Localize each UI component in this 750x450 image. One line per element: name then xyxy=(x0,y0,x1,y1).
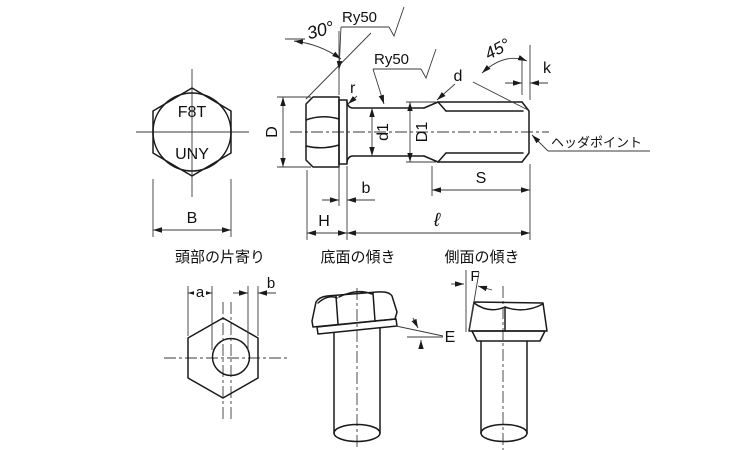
head-offset-view: a b xyxy=(164,275,287,420)
side-tilt-break-ellipse xyxy=(480,423,528,443)
dimension-b-offset: b xyxy=(233,275,276,350)
label-ry50-shank: Ry50 xyxy=(374,51,409,68)
label-ry50-head: Ry50 xyxy=(342,9,377,26)
head-marking-grade: F8T xyxy=(178,104,207,121)
label-D1: D1 xyxy=(414,122,431,143)
side-tilt-washer xyxy=(471,330,546,342)
thread-root xyxy=(445,110,524,154)
head-circle xyxy=(152,92,232,172)
label-D: D xyxy=(264,126,281,138)
tilted-head-chamfer-arcs xyxy=(317,290,373,304)
label-r: r xyxy=(350,80,356,97)
transition-cone xyxy=(423,101,439,163)
label-length: ℓ xyxy=(433,210,441,231)
label-E: E xyxy=(445,329,456,346)
bolt-side-view: 30° Ry50 Ry50 r d 45° xyxy=(264,6,650,240)
label-d: d xyxy=(454,68,463,85)
hex-outline xyxy=(152,87,232,177)
label-F: F xyxy=(470,268,479,285)
label-b: b xyxy=(362,180,371,197)
tilted-head-facets xyxy=(335,292,376,325)
tilted-head-outline xyxy=(311,291,398,328)
callout-header-point: ヘッダポイント xyxy=(531,134,650,152)
dimension-length: ℓ xyxy=(347,210,530,236)
shank-break-ellipse xyxy=(333,423,381,443)
head-facet-line-top xyxy=(305,116,340,121)
dimension-D: D xyxy=(264,96,311,168)
roughness-symbol-head: Ry50 xyxy=(336,6,405,71)
label-header-point: ヘッダポイント xyxy=(551,135,642,150)
tilted-shank xyxy=(333,327,381,434)
shank-top xyxy=(346,101,425,109)
head-facet-line-bottom xyxy=(305,144,340,149)
dimension-B: B xyxy=(152,179,232,237)
label-d1: d1 xyxy=(375,123,392,141)
label-b-offset: b xyxy=(267,275,275,292)
title-side-tilt: 側面の傾き xyxy=(444,249,519,266)
side-tilt-shank xyxy=(480,340,528,434)
offset-shank-circle xyxy=(211,337,251,377)
label-k: k xyxy=(543,60,552,77)
callout-thread-d: d xyxy=(436,68,463,101)
label-B: B xyxy=(187,210,198,227)
offset-hex-outline xyxy=(187,317,259,399)
dimension-D1: D1 xyxy=(406,101,436,163)
label-H: H xyxy=(318,213,330,230)
hex-head-side xyxy=(305,96,340,168)
head-marking-maker: UNY xyxy=(175,146,209,163)
label-S: S xyxy=(476,170,487,187)
title-bottom-tilt: 底面の傾き xyxy=(320,249,395,266)
shank-bottom xyxy=(346,155,425,163)
side-tilt-chamfer-arcs xyxy=(473,302,544,311)
roughness-symbol-shank: Ry50 xyxy=(372,48,437,105)
bottom-tilt-view: E xyxy=(311,288,456,450)
thread-runout xyxy=(437,101,447,163)
dimension-F: F xyxy=(451,268,493,332)
dimension-b: b xyxy=(322,166,375,240)
dimension-k: k xyxy=(505,45,552,100)
dimension-a: a xyxy=(187,284,213,350)
side-tilt-view: F xyxy=(451,268,548,450)
dimension-S: S xyxy=(431,164,531,240)
label-a: a xyxy=(196,284,205,301)
dimension-d1: d1 xyxy=(369,108,392,156)
thread-outer xyxy=(437,101,523,163)
washer-face xyxy=(338,99,348,165)
dimension-H: H xyxy=(306,170,347,240)
point-chamfer xyxy=(521,101,530,163)
head-front-view: F8T UNY B xyxy=(136,69,249,237)
callout-fillet-r: r xyxy=(347,80,358,105)
dimension-E: E xyxy=(395,317,456,349)
title-head-offset: 頭部の片寄り xyxy=(175,248,265,266)
